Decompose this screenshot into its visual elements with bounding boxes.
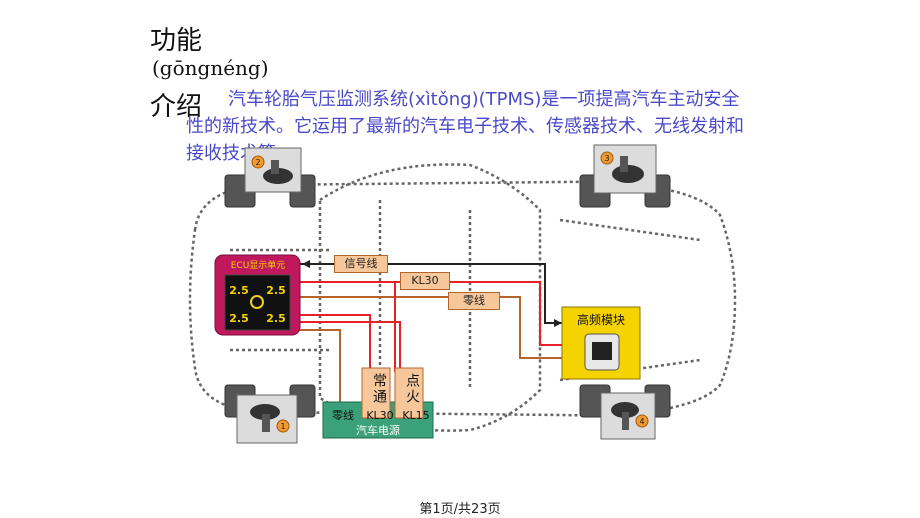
page-footer: 第1页/共23页 bbox=[419, 502, 501, 517]
ecu-display-unit: ECU显示单元 2.5 2.5 2.5 2.5 bbox=[214, 254, 301, 336]
sensor-3-number: 3 bbox=[604, 154, 609, 163]
power-ignition-label: 点火 bbox=[404, 373, 420, 405]
power-ground-label: 零线 bbox=[332, 408, 354, 422]
signal-line-label: 信号线 bbox=[334, 255, 388, 273]
reading-rear-left: 2.5 bbox=[229, 312, 249, 325]
rf-module-label: 高频模块 bbox=[577, 312, 625, 327]
reading-front-left: 2.5 bbox=[229, 284, 249, 297]
ground-line-label: 零线 bbox=[448, 292, 500, 310]
title-line1: 功能 bbox=[150, 26, 203, 56]
sensor-4-image: 4 bbox=[600, 392, 656, 440]
power-source-label: 汽车电源 bbox=[356, 423, 400, 437]
sensor-2-image: 2 bbox=[244, 147, 302, 193]
title-line3: 介绍 bbox=[150, 92, 203, 122]
power-source: 零线 KL30 KL15 汽车电源 bbox=[322, 367, 434, 439]
kl30-line-label: KL30 bbox=[400, 272, 450, 290]
sensor-1-image: 1 bbox=[236, 394, 298, 444]
power-kl15-label: KL15 bbox=[402, 409, 429, 422]
reading-rear-right: 2.5 bbox=[266, 312, 286, 325]
power-always-on-label: 常通 bbox=[371, 373, 387, 405]
title-line2: (gōngnéng) bbox=[152, 56, 269, 80]
wire-arrows bbox=[302, 260, 562, 327]
sensor-3-image: 3 bbox=[593, 144, 657, 194]
sensor-2-number: 2 bbox=[255, 158, 260, 167]
rf-module: 高频模块 bbox=[561, 306, 641, 380]
ecu-header: ECU显示单元 bbox=[231, 259, 286, 271]
sensor-4-number: 4 bbox=[639, 417, 644, 426]
power-kl30-label: KL30 bbox=[366, 409, 393, 422]
reading-front-right: 2.5 bbox=[266, 284, 286, 297]
sensor-1-number: 1 bbox=[280, 422, 285, 431]
